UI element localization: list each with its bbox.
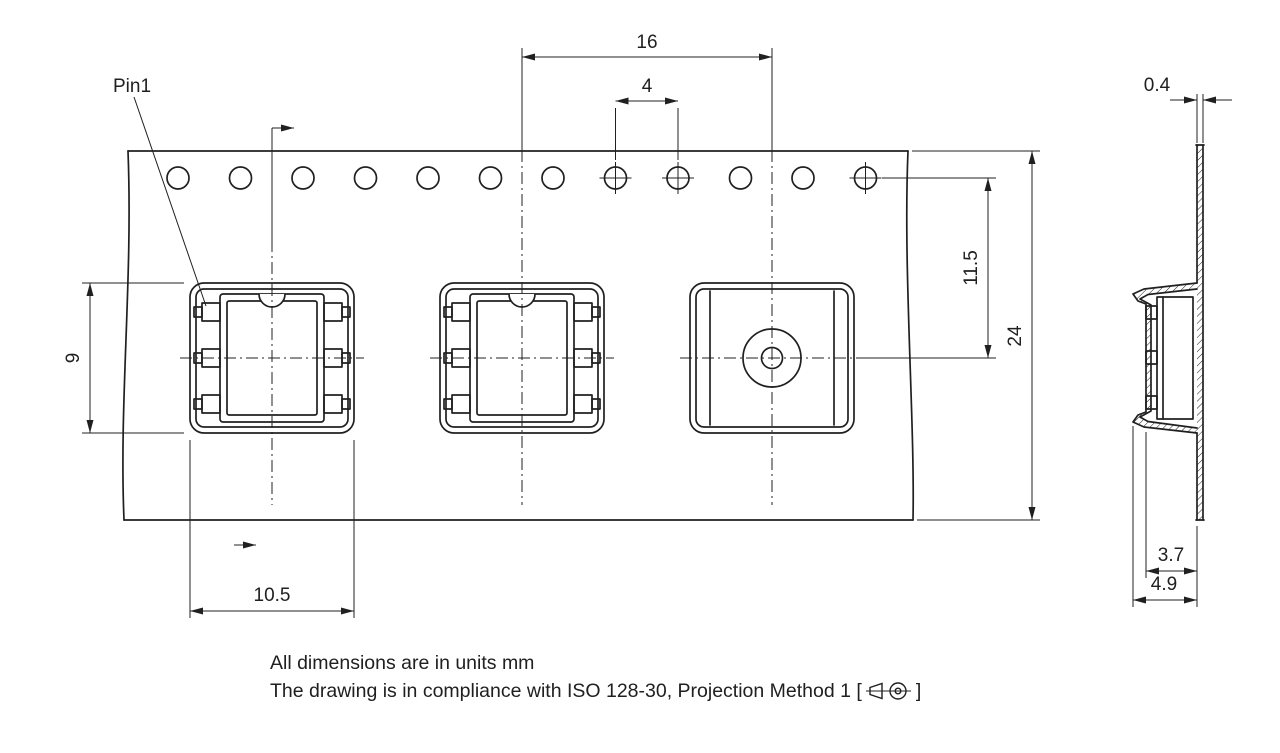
tape-strip-hatch xyxy=(1197,145,1203,520)
dim-text-0_4: 0.4 xyxy=(1144,75,1171,96)
units-note: All dimensions are in units mm xyxy=(270,649,921,677)
dim-pocket-length-9: 9 xyxy=(63,282,184,434)
dim-sprocket-pitch-4: 4 xyxy=(615,76,679,160)
tape-front-view xyxy=(122,150,915,521)
dim-hole-to-pocket-11_5: 11.5 xyxy=(858,177,996,359)
dim-text-24: 24 xyxy=(1005,325,1026,347)
dim-pocket-width-10_5: 10.5 xyxy=(189,440,355,618)
pin1-leader-line xyxy=(133,96,207,307)
dim-text-10_5: 10.5 xyxy=(254,585,291,606)
tape-right-break-edge xyxy=(905,150,915,521)
sprocket-hole xyxy=(791,166,815,190)
sprocket-hole-center-marks xyxy=(599,162,882,194)
component-cross-section xyxy=(1145,296,1194,420)
pin1-label: Pin1 xyxy=(113,76,151,97)
pocket-wall-inner xyxy=(1139,288,1198,429)
dim-text-9: 9 xyxy=(63,353,84,364)
dim-pocket-depth-3_7: 3.7 xyxy=(1145,432,1198,578)
sprocket-hole xyxy=(728,166,753,190)
compliance-note-suffix: ] xyxy=(915,680,922,702)
pocket-bottom-hole-inner xyxy=(760,346,784,370)
compliance-note-prefix: The drawing is in compliance with ISO 12… xyxy=(270,680,862,702)
sprocket-hole xyxy=(353,166,378,190)
first-angle-projection-icon xyxy=(865,682,911,700)
dim-text-4: 4 xyxy=(642,76,653,97)
dim-pocket-pitch-16: 16 xyxy=(522,32,772,61)
dim-overall-depth-4_9: 4.9 xyxy=(1132,426,1198,607)
pin-section xyxy=(1145,350,1158,365)
center-lines xyxy=(180,48,864,505)
dim-tape-width-24: 24 xyxy=(912,150,1040,521)
pin-section xyxy=(1145,395,1158,410)
sprocket-hole xyxy=(291,166,315,190)
pin1-callout: Pin1 xyxy=(113,76,207,307)
section-cut-indicator xyxy=(234,124,294,549)
sprocket-hole xyxy=(166,166,190,190)
tape-side-view xyxy=(1132,144,1205,521)
sprocket-hole xyxy=(228,166,253,190)
sprocket-hole xyxy=(541,166,565,190)
units-note-text: All dimensions are in units mm xyxy=(270,652,535,674)
sprocket-hole xyxy=(416,166,440,190)
tape-left-break-edge xyxy=(122,150,130,521)
dim-tape-thickness-0_4: 0.4 xyxy=(1144,75,1232,143)
drawing-notes: All dimensions are in units mm The drawi… xyxy=(270,649,921,705)
dim-text-4_9: 4.9 xyxy=(1151,574,1177,595)
pin-section xyxy=(1145,305,1158,320)
dim-text-11_5: 11.5 xyxy=(961,250,982,286)
compliance-note: The drawing is in compliance with ISO 12… xyxy=(270,677,921,705)
dim-text-3_7: 3.7 xyxy=(1158,545,1184,566)
dim-text-16: 16 xyxy=(636,32,657,53)
sprocket-hole xyxy=(478,166,503,190)
